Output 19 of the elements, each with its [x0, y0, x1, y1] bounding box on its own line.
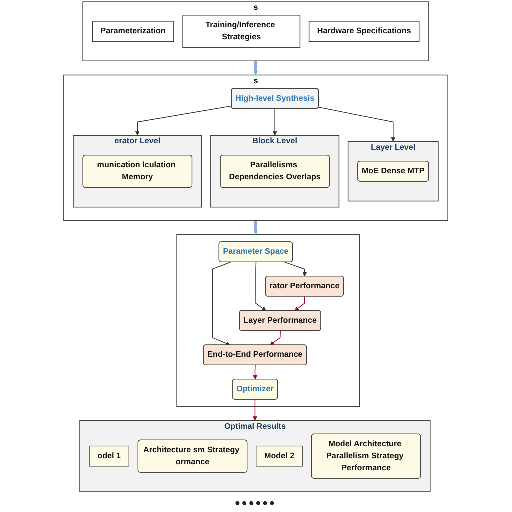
arrow [254, 220, 258, 236]
arrow [212, 262, 232, 346]
node-box: Training/Inference Strategies [182, 15, 301, 48]
node-box: Parameterization [92, 21, 174, 42]
node-box: Model 2 [256, 446, 303, 467]
arrow [253, 365, 258, 380]
ellipsis-dots: •••••• [235, 495, 277, 511]
arrow [272, 108, 278, 136]
arrow [294, 296, 306, 312]
arrow [253, 399, 258, 421]
cluster [176, 234, 360, 407]
node-box: odel 1 [89, 446, 130, 467]
arrow [284, 262, 307, 277]
arrow [256, 262, 266, 312]
arrow [270, 330, 281, 346]
arrow [135, 106, 232, 136]
arrow [318, 107, 396, 142]
node-box: Hardware Specifications [308, 21, 420, 42]
arrow [254, 61, 258, 76]
